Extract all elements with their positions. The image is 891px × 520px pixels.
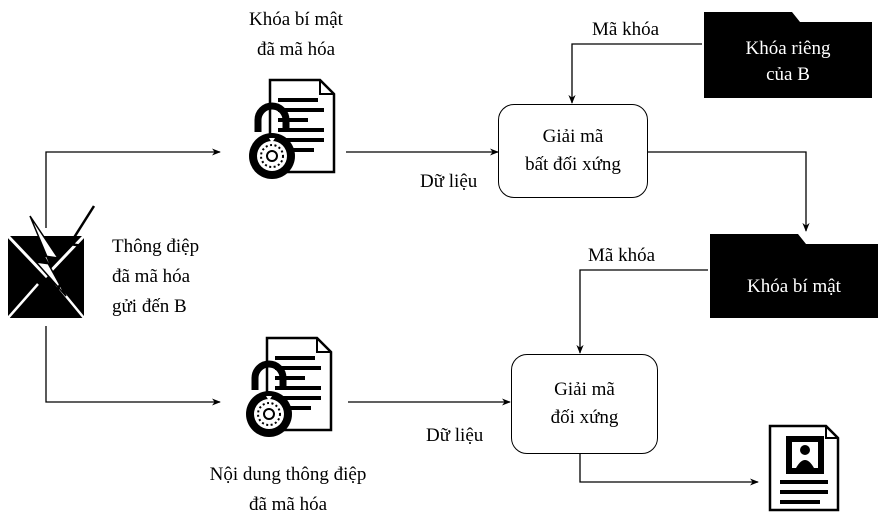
encrypted-content-caption: Nội dung thông điệp đã mã hóa [178,460,398,520]
private-key-folder-icon [704,12,872,98]
key-label-bottom: Mã khóa [588,245,656,266]
private-key-folder-label: Khóa riêng của B [704,36,872,88]
secret-key-folder-icon [710,234,878,318]
private-key-line1: Khóa riêng [745,38,831,59]
message-caption: Thông điệp đã mã hóa gửi đến B [112,232,199,322]
message-line1: Thông điệp [112,236,200,257]
envelope-icon [6,205,96,319]
encrypted-content-line2: đã mã hóa [248,494,328,515]
encrypted-secret-key-caption: Khóa bí mật đã mã hóa [226,8,366,62]
encrypted-secret-key-line1: Khóa bí mật [249,9,343,30]
asymmetric-decrypt-line2: bất đối xứng [525,154,621,175]
message-line2: đã mã hóa [112,266,191,287]
data-label-bottom: Dữ liệu [426,425,484,446]
message-line3: gửi đến B [112,296,187,317]
encrypted-content-line1: Nội dung thông điệp [209,464,367,485]
encrypted-key-document-icon [249,80,334,179]
encrypted-content-document-icon [246,338,331,437]
symmetric-decrypt-box: Giải mã đối xứng [511,354,658,454]
key-label-top: Mã khóa [592,19,660,40]
symmetric-decrypt-line1: Giải mã [554,379,615,400]
symmetric-decrypt-line2: đối xứng [550,407,619,428]
asymmetric-decrypt-line1: Giải mã [542,126,604,147]
data-label-top: Dữ liệu [420,171,478,192]
secret-key-folder-label: Khóa bí mật [710,274,878,300]
decrypted-document-icon [768,424,840,512]
secret-key-line1: Khóa bí mật [747,276,841,297]
connector-lines [45,43,810,486]
private-key-line2: của B [766,64,810,85]
encrypted-secret-key-line2: đã mã hóa [256,39,336,60]
asymmetric-decrypt-box: Giải mã bất đối xứng [498,104,648,198]
